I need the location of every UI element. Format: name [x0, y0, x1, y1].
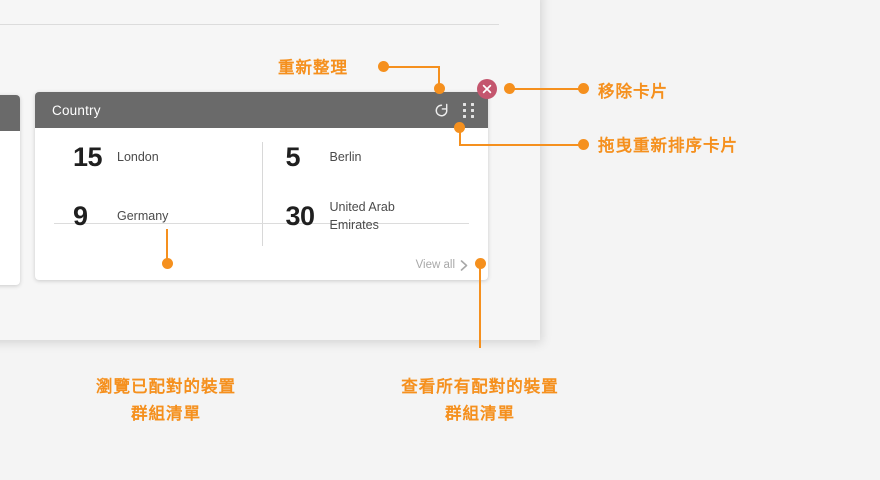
annotation-remove-card-start-dot — [504, 83, 515, 94]
metric-cell[interactable]: 9 Germany — [35, 187, 262, 246]
metric-label: Germany — [117, 208, 169, 223]
annotation-browse-groups-line1: 瀏覽已配對的裝置 — [96, 378, 236, 396]
cell-horizontal-divider — [54, 223, 469, 224]
metric-cell[interactable]: 5 Berlin — [262, 128, 489, 187]
card-header-actions — [433, 102, 474, 119]
annotation-refresh-label: 重新整理 — [278, 59, 348, 77]
refresh-icon[interactable] — [433, 102, 450, 119]
metric-cell[interactable]: 15 London — [35, 128, 262, 187]
annotation-browse-groups-line2: 群組清單 — [131, 405, 201, 424]
metric-value: 30 — [285, 201, 316, 231]
card-title: Country — [52, 102, 101, 118]
card-header: Country — [35, 92, 488, 128]
view-all-label: View all — [415, 259, 455, 271]
annotation-view-all-groups-line — [479, 268, 481, 348]
annotation-refresh-line-v — [438, 65, 440, 88]
dashboard-card-partial[interactable] — [0, 95, 20, 285]
drag-handle-icon[interactable] — [463, 102, 474, 118]
annotation-view-all-groups-dot — [474, 258, 486, 269]
annotation-refresh-line-h — [387, 65, 440, 68]
view-all-link[interactable]: View all — [416, 259, 469, 271]
annotation-remove-card-label: 移除卡片 — [598, 83, 668, 101]
annotation-browse-groups-label: 瀏覽已配對的裝置 群組清單 — [46, 374, 286, 428]
metric-label: Berlin — [329, 149, 362, 164]
metric-value: 5 — [285, 142, 301, 172]
cell-vertical-divider — [261, 142, 263, 246]
metric-label: London — [117, 149, 159, 164]
annotation-drag-reorder-line-v — [458, 127, 461, 146]
annotation-refresh-end-dot — [433, 83, 445, 94]
annotation-drag-reorder-label: 拖曳重新排序卡片 — [598, 137, 738, 155]
annotation-refresh-start-dot — [378, 61, 389, 72]
metric-label: United Arab Emirates — [329, 199, 395, 232]
metric-value: 15 — [73, 142, 103, 172]
annotation-view-all-groups-line1: 查看所有配對的裝置 — [401, 378, 559, 396]
annotation-drag-reorder-line-h — [458, 144, 583, 146]
annotation-browse-groups-line — [166, 229, 168, 264]
panel-divider — [0, 24, 499, 25]
card-body: 15 London 5 Berlin 9 Germany 30 United A… — [35, 128, 488, 280]
annotation-browse-groups-dot — [161, 258, 173, 269]
card-header-partial — [0, 95, 20, 131]
metric-cell[interactable]: 30 United Arab Emirates — [262, 187, 489, 246]
annotation-view-all-groups-label: 查看所有配對的裝置 群組清單 — [360, 374, 600, 428]
annotation-remove-card-line — [512, 87, 582, 90]
close-icon[interactable] — [477, 79, 497, 99]
metric-grid: 15 London 5 Berlin 9 Germany 30 United A… — [35, 128, 488, 246]
metric-value: 9 — [73, 201, 88, 231]
chevron-right-icon — [460, 259, 468, 271]
annotation-remove-card-end-dot — [578, 83, 589, 94]
annotation-view-all-groups-line2: 群組清單 — [445, 405, 515, 424]
annotation-drag-reorder-end-dot — [578, 139, 589, 150]
dashboard-card-country[interactable]: Country 15 London — [35, 92, 488, 280]
